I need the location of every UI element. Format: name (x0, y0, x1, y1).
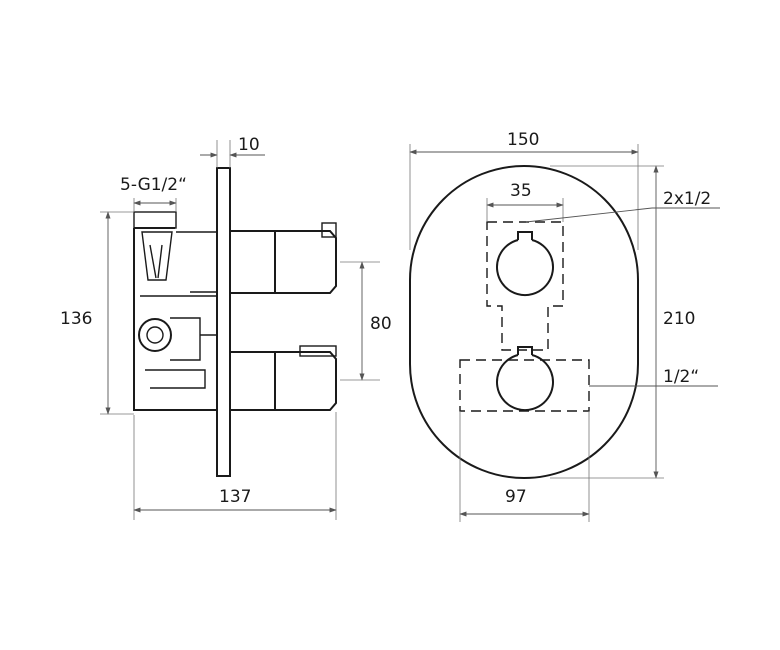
cover-plate (409, 165, 639, 479)
dim-label-height: 136 (60, 309, 92, 329)
leader-bottom-connection: 1/2“ (589, 367, 718, 387)
label-bottom-connection: 1/2“ (663, 367, 699, 387)
dim-label-thread: 5-G1/2“ (120, 175, 187, 195)
label-top-connection: 2x1/2 (663, 189, 711, 209)
dim-lower-width: 97 (459, 411, 590, 522)
leader-top-connection: 2x1/2 (525, 189, 720, 223)
dim-label-plate-thickness: 10 (238, 135, 260, 155)
dim-label-knob-width: 35 (510, 181, 532, 201)
upper-connection-zone (486, 221, 564, 351)
valve-body (133, 211, 218, 411)
dim-thread: 5-G1/2“ (120, 175, 187, 212)
dim-outlet-spacing: 80 (340, 261, 392, 381)
wall-plate (216, 167, 231, 477)
dim-label-outlet-spacing: 80 (370, 314, 392, 334)
lower-connection-zone (459, 359, 590, 412)
dim-label-lower-width: 97 (505, 487, 527, 507)
lower-handle (229, 345, 337, 411)
dim-total-height: 210 (550, 165, 695, 479)
dim-depth: 137 (133, 412, 337, 520)
dim-label-width: 150 (507, 130, 539, 150)
dim-plate-thickness: 10 (200, 135, 265, 168)
front-view: 150 35 2x1/2 210 1/2“ (409, 130, 720, 522)
inlet-fitting (138, 318, 172, 352)
dim-label-total-height: 210 (663, 309, 695, 329)
dim-height: 136 (60, 211, 134, 415)
lower-knob (496, 346, 554, 412)
upper-handle (229, 222, 337, 294)
dim-label-depth: 137 (219, 487, 251, 507)
dim-width: 150 (409, 130, 639, 250)
dim-knob-width: 35 (486, 181, 564, 222)
upper-knob (496, 231, 554, 297)
side-view: 10 5-G1/2“ 136 80 137 (60, 135, 392, 520)
